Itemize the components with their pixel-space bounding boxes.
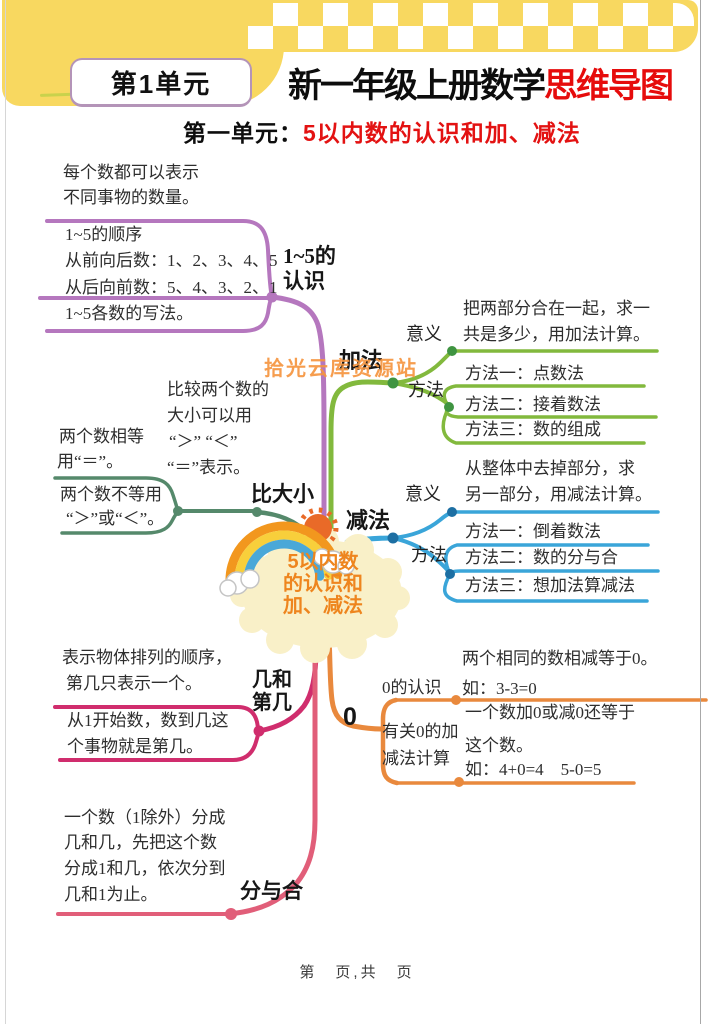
- ordinal-note-line1: 表示物体排列的顺序，: [62, 648, 232, 667]
- unit-badge: 第1单元: [70, 58, 252, 107]
- compare-unequal-line2: “＞”或“＜”。: [66, 509, 165, 528]
- compare-equal-line1: 两个数相等: [59, 427, 144, 446]
- addition-method-label: 方法: [408, 380, 444, 400]
- addition-method3: 方法三：数的组成: [465, 420, 601, 439]
- page-footer: 第 页,共 页: [299, 964, 415, 981]
- center-topic-line1: 5以内数: [287, 551, 359, 573]
- numbers-note-line2: 不同事物的数量。: [63, 188, 199, 207]
- branch-split-lines: [56, 630, 318, 920]
- label-split-combine: 分与合: [240, 879, 303, 903]
- split-note-line3: 分成1和几，依次分到: [64, 859, 226, 878]
- subtraction-meaning-label: 意义: [405, 484, 441, 504]
- page-title: 新一年级上册数学思维导图: [288, 58, 674, 107]
- subtraction-method-label: 方法: [411, 545, 447, 565]
- center-topic-line3: 加、减法: [283, 595, 363, 617]
- numbers-note-line1: 每个数都可以表示: [63, 163, 199, 182]
- numbers-writing-line: 1~5各数的写法。: [65, 304, 194, 323]
- blue-meaning-dot: [447, 507, 457, 517]
- addition-method2: 方法二：接着数法: [465, 395, 601, 414]
- center-topic: 5以内数 的认识和 加、减法: [258, 551, 388, 617]
- zero-calc-line1: 一个数加0或减0还等于: [465, 703, 635, 722]
- checkerboard-decoration: [248, 3, 694, 49]
- compare-unequal-line1: 两个数不等用: [60, 485, 162, 504]
- subtraction-method3: 方法三：想加法算减法: [465, 576, 635, 595]
- numbers-order-line1: 1~5的顺序: [65, 225, 143, 244]
- page-subtitle: 第一单元：5以内数的认识和加、减法: [183, 114, 581, 148]
- label-ordinal: 几和 第几: [252, 669, 292, 715]
- compare-note-line2: 大小可以用: [167, 406, 252, 425]
- cloud-left-icon: [219, 569, 260, 597]
- subtraction-meaning-line1: 从整体中去掉部分，求: [465, 459, 635, 478]
- split-note-line4: 几和1为止。: [64, 885, 158, 904]
- label-numbers-line1: 1~5的: [283, 244, 336, 268]
- blue-junction-dot: [387, 532, 399, 544]
- unit-badge-label: 第1单元: [110, 68, 212, 99]
- green-junction-dot: [387, 377, 399, 389]
- center-topic-line2: 的认识和: [283, 573, 363, 595]
- page-left-border: [5, 0, 6, 1024]
- addition-method1: 方法一：点数法: [465, 364, 584, 383]
- zero-calc-line3: 如：4+0=4 5-0=5: [465, 760, 602, 779]
- orange-bottom-dot: [454, 777, 464, 787]
- branch-addition-lines: [328, 346, 659, 531]
- rose-node-dot: [225, 908, 237, 920]
- branch-zero-lines: [326, 629, 708, 787]
- addition-meaning-label: 意义: [406, 324, 442, 344]
- zero-recognition-label: 0的认识: [382, 678, 442, 697]
- subtraction-method1: 方法一：倒着数法: [465, 522, 601, 541]
- label-zero: 0: [343, 703, 357, 731]
- label-subtraction: 减法: [346, 508, 391, 533]
- compare-note-line4: “＝”表示。: [167, 458, 251, 477]
- compare-note-line3: “＞” “＜”: [169, 432, 238, 451]
- magenta-node-dot: [253, 725, 265, 737]
- purple-node-dot: [266, 291, 278, 303]
- subtraction-method2: 方法二：数的分与合: [465, 548, 618, 567]
- teal-mid-dot: [252, 507, 262, 517]
- zero-recognition-line1: 两个相同的数相减等于0。: [462, 649, 658, 668]
- page-right-border: [700, 0, 701, 1024]
- numbers-order-line3: 从后向前数：5、4、3、2、1: [65, 278, 278, 297]
- label-compare: 比大小: [251, 482, 314, 506]
- page-title-red: 思维导图: [544, 67, 674, 105]
- zero-recognition-line2: 如：3-3=0: [462, 679, 537, 698]
- watermark: 拾光云库资源站: [264, 358, 418, 380]
- split-note-line2: 几和几，先把这个数: [64, 833, 217, 852]
- label-ordinal-line1: 几和: [252, 669, 292, 691]
- label-addition: 加法: [339, 348, 384, 373]
- orange-top-dot: [451, 695, 461, 705]
- compare-note-line1: 比较两个数的: [167, 380, 269, 399]
- label-numbers-recognition: 1~5的 认识: [283, 244, 336, 294]
- teal-bracket-dot: [173, 506, 183, 516]
- ordinal-note-line2: 第几只表示一个。: [66, 674, 202, 693]
- blue-method-dot: [445, 569, 455, 579]
- branch-subtraction-lines: [344, 507, 660, 603]
- branch-numbers-lines: [38, 219, 327, 531]
- subtraction-meaning-line2: 另一部分，用减法计算。: [465, 485, 652, 504]
- green-method-dot: [444, 402, 454, 412]
- compare-equal-line2: 用“＝”。: [57, 452, 124, 471]
- zero-calc-line2: 这个数。: [465, 736, 533, 755]
- label-numbers-line2: 认识: [283, 269, 325, 293]
- ordinal-item-line2: 个事物就是第几。: [67, 737, 203, 756]
- numbers-order-line2: 从前向后数：1、2、3、4、5: [65, 251, 278, 270]
- label-ordinal-line2: 第几: [252, 692, 292, 714]
- cloud-right-icon: [313, 548, 355, 575]
- zero-calc-label-line2: 减法计算: [382, 749, 450, 768]
- page-subtitle-black: 第一单元：: [183, 120, 303, 146]
- split-note-line1: 一个数（1除外）分成: [64, 808, 226, 827]
- ordinal-item-line1: 从1开始数，数到几这: [67, 711, 229, 730]
- zero-calc-label-line1: 有关0的加: [382, 722, 459, 741]
- page-subtitle-red: 5以内数的认识和加、减法: [303, 120, 581, 146]
- addition-meaning-line2: 共是多少，用加法计算。: [463, 325, 650, 344]
- addition-meaning-line1: 把两部分合在一起，求一: [463, 299, 650, 318]
- green-meaning-dot: [447, 346, 457, 356]
- page-title-black: 新一年级上册数学: [288, 67, 546, 105]
